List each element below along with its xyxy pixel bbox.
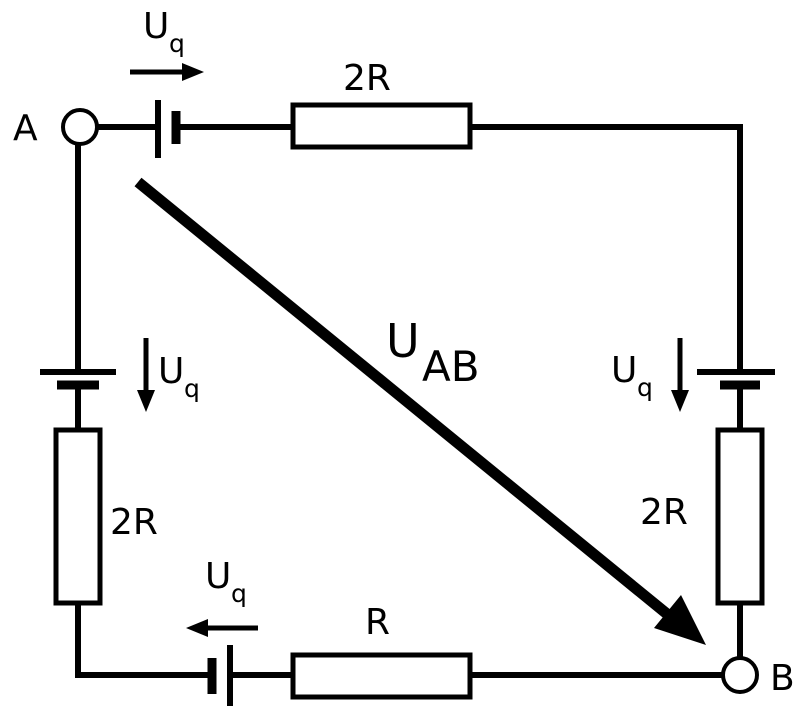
source-right [697,369,775,390]
terminal-a [61,108,99,146]
arrow-down-icon [671,338,689,412]
source-right-label: U q [611,350,653,402]
source-left-sub: q [184,374,200,403]
source-right-main: U [611,350,637,391]
resistor-left-label: 2R [110,502,158,543]
source-left-label: U q [158,351,200,403]
resistor-left [53,427,103,606]
source-top-label: U q [143,6,185,58]
node-a-label: A [13,108,38,149]
node-b-label: B [770,658,795,699]
resistor-right [715,427,765,606]
source-top-sub: q [169,29,185,58]
arrow-right-icon [130,63,204,81]
source-left [40,369,116,390]
resistor-top [290,102,473,150]
voltage-ab-main: U [386,314,420,368]
resistor-top-label: 2R [343,58,391,99]
voltage-ab-sub: AB [422,342,480,391]
source-bottom-main: U [205,556,231,597]
resistor-bottom [290,652,473,700]
resistor-bottom-label: R [365,602,390,643]
terminal-b [721,656,759,694]
resistor-right-label: 2R [640,492,688,533]
source-bottom [207,645,233,706]
arrow-down-icon [137,338,155,412]
source-bottom-sub: q [231,579,247,608]
source-top [155,100,181,158]
source-right-sub: q [637,373,653,402]
wires [75,124,743,678]
arrow-left-icon [186,619,258,637]
voltage-ab-label: U AB [386,314,480,391]
source-bottom-label: U q [205,556,247,608]
voltage-ab-arrow [134,177,706,645]
source-left-main: U [158,351,184,392]
source-top-main: U [143,6,169,47]
